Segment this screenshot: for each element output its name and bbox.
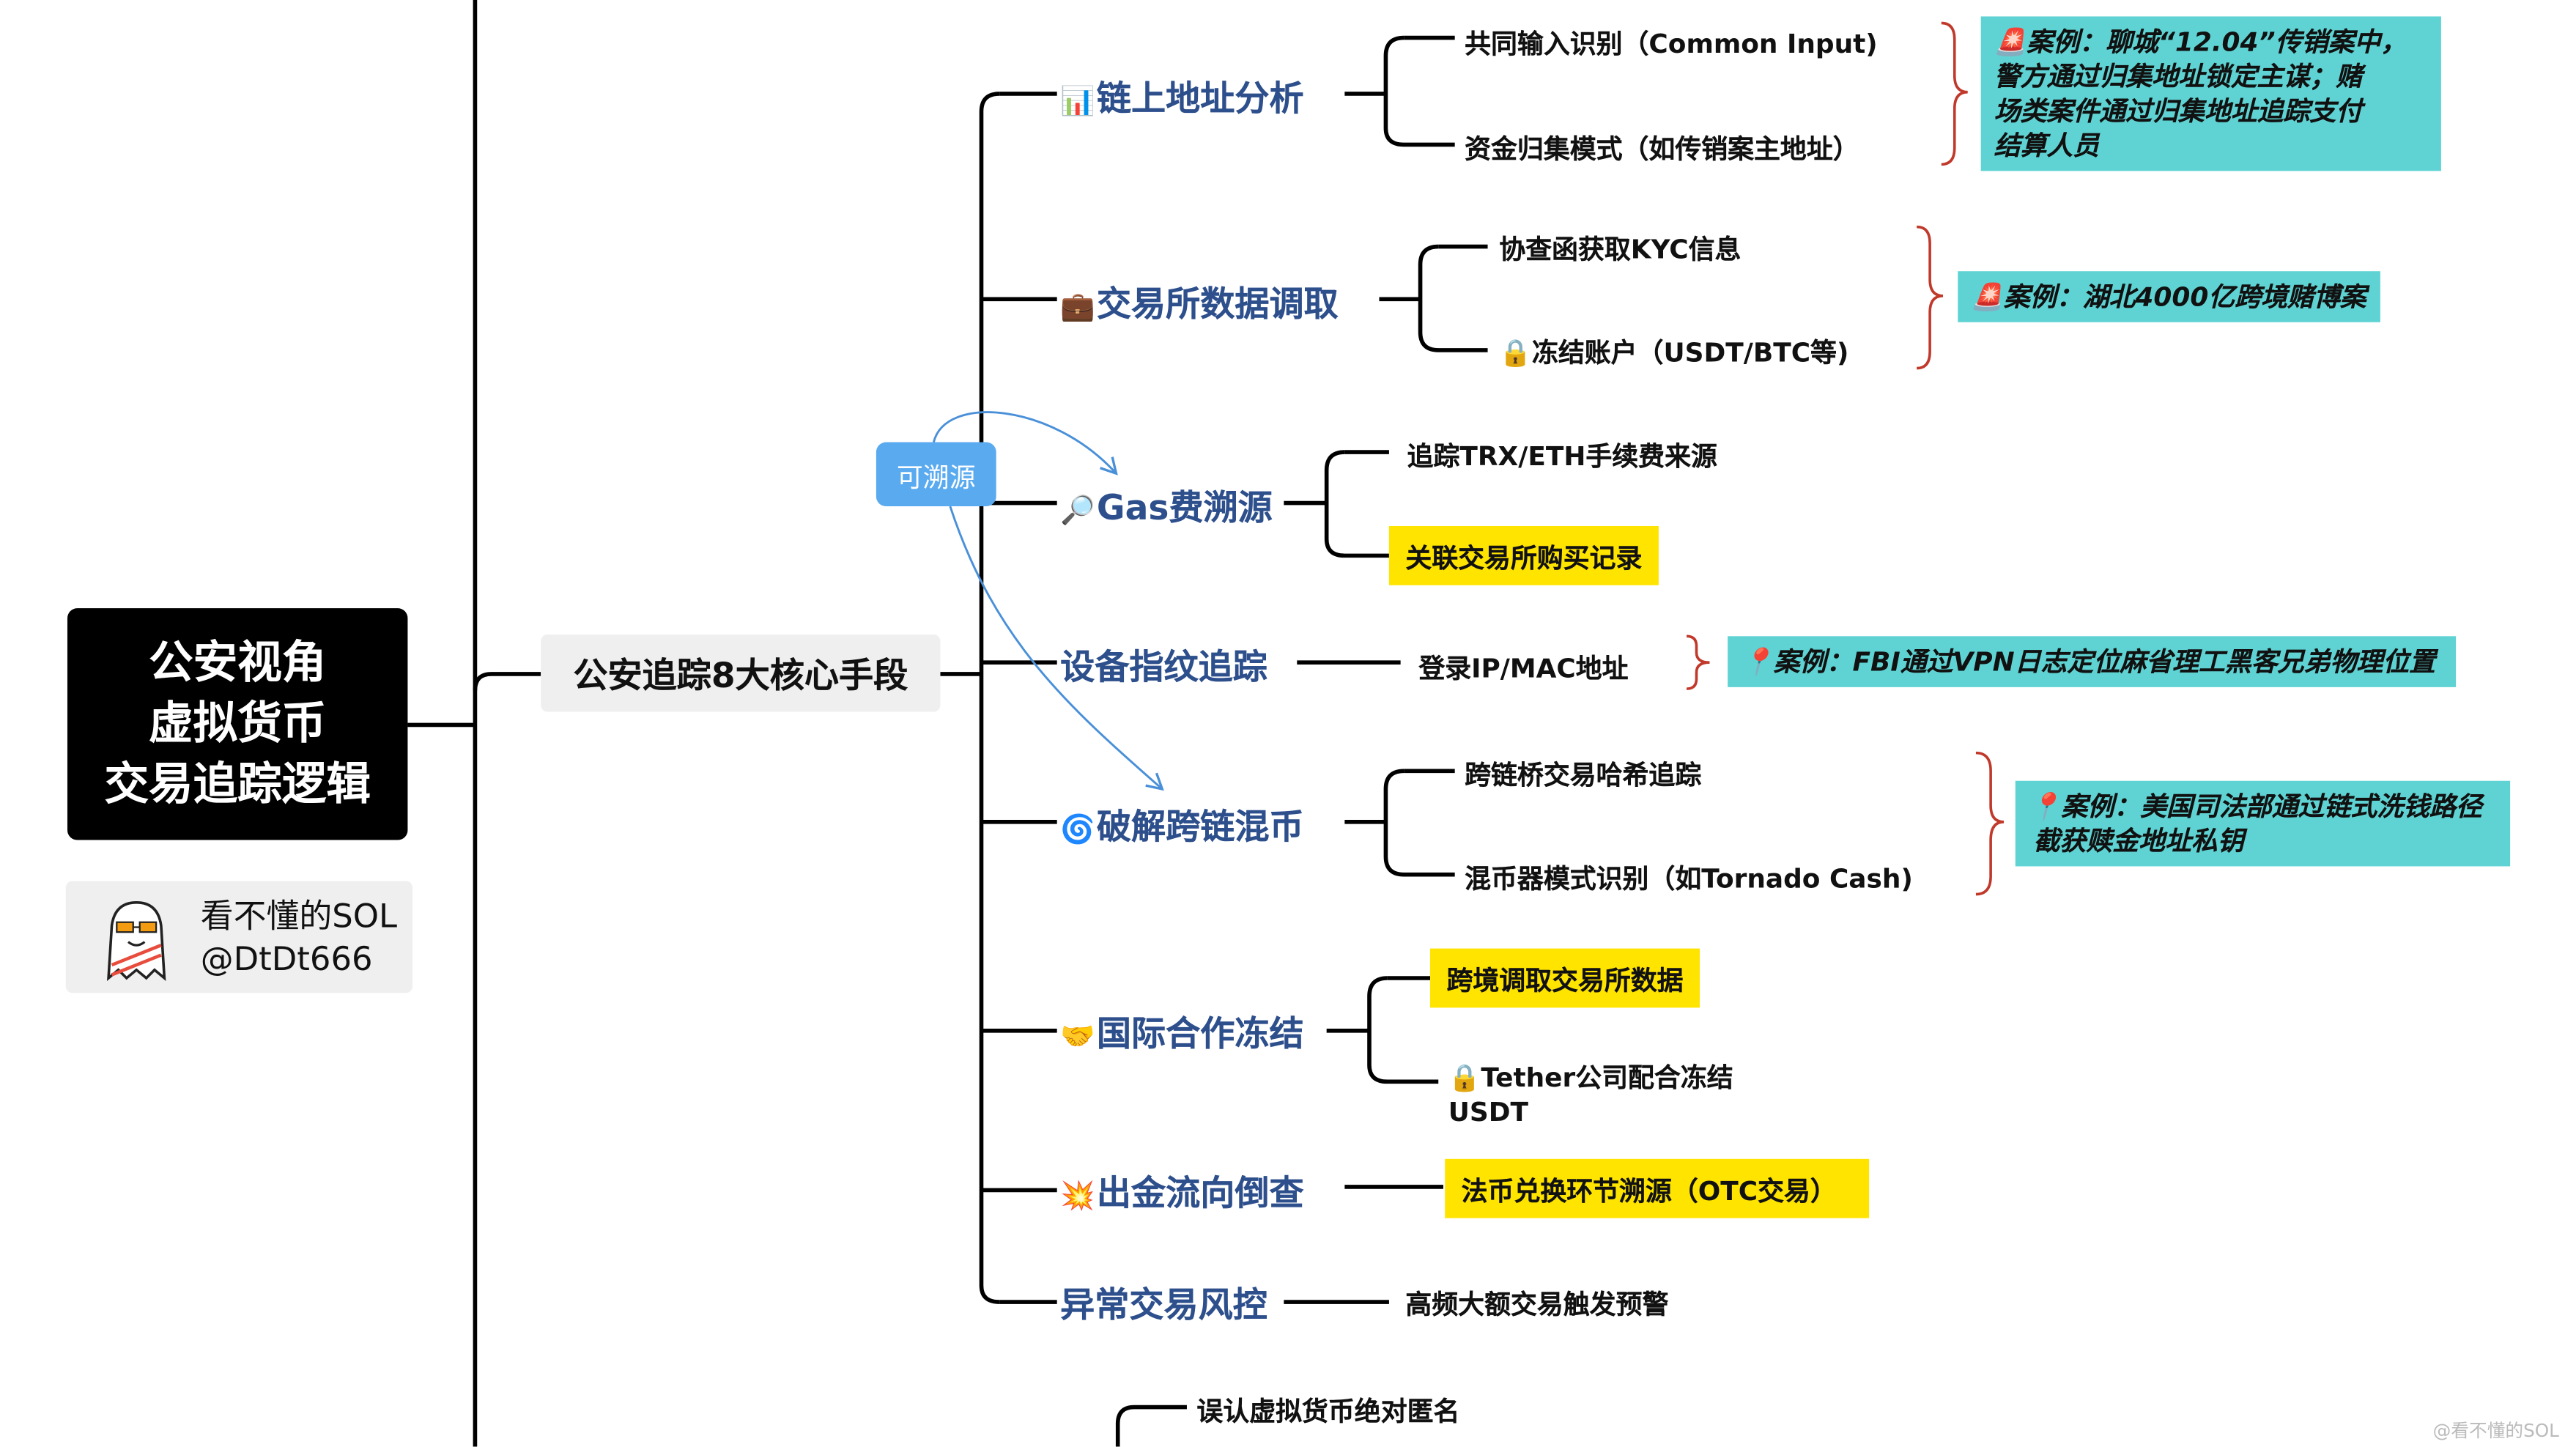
siren-icon: 🚨 bbox=[1994, 26, 2027, 58]
category-label: 出金流向倒查 bbox=[1096, 1174, 1304, 1213]
leaf-kyc-request: 协查函获取KYC信息 bbox=[1499, 233, 1742, 265]
category-label: 交易所数据调取 bbox=[1096, 284, 1339, 325]
category-label: 设备指纹追踪 bbox=[1060, 648, 1267, 687]
pin-icon: 📍 bbox=[2028, 791, 2062, 822]
pin-icon: 📍 bbox=[1741, 645, 1774, 678]
category-label: 异常交易风控 bbox=[1060, 1285, 1267, 1325]
category-international-freeze: 🤝国际合作冻结 bbox=[1060, 1007, 1303, 1056]
siren-icon: 🚨 bbox=[1971, 281, 2004, 313]
leaf-tether-line1: 🔒Tether公司配合冻结 bbox=[1448, 1062, 1733, 1094]
leaf-crossborder-exchange: 跨境调取交易所数据 bbox=[1430, 948, 1700, 1008]
bottom-myth-label: 误认虚拟货币绝对匿名 bbox=[1196, 1395, 1460, 1427]
leaf-mixer-pattern: 混币器模式识别（如Tornado Cash) bbox=[1465, 862, 1913, 895]
collision-icon: 💥 bbox=[1060, 1180, 1095, 1213]
category-crosschain-mixing: 🌀破解跨链混币 bbox=[1060, 801, 1303, 850]
case-line: 结算人员 bbox=[1994, 130, 2100, 161]
category-label: 国际合作冻结 bbox=[1096, 1014, 1304, 1054]
case-line: 案例：聊城“12.04”传销案中， bbox=[2027, 26, 2407, 58]
traceable-bubble: 可溯源 bbox=[876, 442, 996, 507]
root-title-line3: 交易追踪逻辑 bbox=[104, 759, 371, 811]
case-line: 案例：美国司法部通过链式洗钱路径 bbox=[2061, 791, 2482, 822]
category-exchange-data: 💼交易所数据调取 bbox=[1060, 278, 1339, 327]
magnifier-icon: 🔎 bbox=[1060, 495, 1095, 528]
category-risk-control: 异常交易风控 bbox=[1060, 1279, 1267, 1328]
case-line: 场类案件通过归集地址追踪支付 bbox=[1994, 95, 2363, 127]
leaf-tether-freeze: 🔒Tether公司配合冻结 USDT bbox=[1448, 1060, 1733, 1129]
leaf-fund-aggregation: 资金归集模式（如传销案主地址） bbox=[1465, 133, 1859, 165]
leaf-exchange-purchase: 关联交易所购买记录 bbox=[1388, 525, 1659, 585]
root-node: 公安视角 虚拟货币 交易追踪逻辑 bbox=[67, 608, 408, 840]
case-line: 截获赎金地址私钥 bbox=[2033, 825, 2244, 856]
watermark: @看不懂的SOL bbox=[2432, 1420, 2559, 1442]
leaf-tether-line2: USDT bbox=[1448, 1096, 1529, 1128]
author-card: 看不懂的SOL @DtDt666 bbox=[65, 881, 413, 993]
case-line: 案例：湖北4000亿跨境赌博案 bbox=[2003, 281, 2366, 313]
cyclone-icon: 🌀 bbox=[1060, 813, 1095, 847]
category-label: Gas费溯源 bbox=[1096, 488, 1273, 528]
category-label: 破解跨链混币 bbox=[1096, 807, 1304, 847]
case-box-hubei: 🚨案例：湖北4000亿跨境赌博案 bbox=[1958, 271, 2380, 322]
category-cashout-trace: 💥出金流向倒查 bbox=[1060, 1167, 1303, 1216]
chart-icon: 📊 bbox=[1060, 85, 1095, 119]
root-title-line1: 公安视角 bbox=[149, 637, 327, 689]
author-handle: @DtDt666 bbox=[200, 939, 373, 979]
leaf-ip-mac: 登录IP/MAC地址 bbox=[1418, 652, 1629, 684]
briefcase-icon: 💼 bbox=[1060, 291, 1095, 325]
leaf-freeze-account: 🔒冻结账户（USDT/BTC等) bbox=[1499, 336, 1849, 369]
hub-node: 公安追踪8大核心手段 bbox=[541, 634, 941, 712]
case-box-liaocheng: 🚨案例：聊城“12.04”传销案中， 警方通过归集地址锁定主谋；赌 场类案件通过… bbox=[1980, 16, 2441, 171]
leaf-fee-source: 追踪TRX/ETH手续费来源 bbox=[1407, 440, 1717, 472]
case-box-doj: 📍案例：美国司法部通过链式洗钱路径 截获赎金地址私钥 bbox=[2015, 780, 2511, 867]
leaf-common-input: 共同输入识别（Common Input) bbox=[1465, 28, 1878, 59]
case-box-fbi: 📍案例：FBI通过VPN日志定位麻省理工黑客兄弟物理位置 bbox=[1728, 636, 2457, 687]
category-gas-trace: 🔎Gas费溯源 bbox=[1060, 481, 1273, 530]
root-title-line2: 虚拟货币 bbox=[149, 698, 327, 750]
category-device-fingerprint: 设备指纹追踪 bbox=[1060, 641, 1267, 690]
avatar-ghost-icon bbox=[92, 892, 181, 982]
handshake-icon: 🤝 bbox=[1060, 1021, 1095, 1054]
author-name: 看不懂的SOL bbox=[200, 895, 398, 936]
leaf-otc-trace: 法币兑换环节溯源（OTC交易） bbox=[1445, 1158, 1870, 1218]
case-line: 案例：FBI通过VPN日志定位麻省理工黑客兄弟物理位置 bbox=[1773, 645, 2436, 678]
leaf-bridge-hash: 跨链桥交易哈希追踪 bbox=[1465, 759, 1702, 791]
case-line: 警方通过归集地址锁定主谋；赌 bbox=[1994, 61, 2363, 92]
category-onchain-analysis: 📊链上地址分析 bbox=[1060, 73, 1303, 122]
category-label: 链上地址分析 bbox=[1096, 78, 1304, 119]
leaf-high-frequency: 高频大额交易触发预警 bbox=[1405, 1289, 1669, 1320]
